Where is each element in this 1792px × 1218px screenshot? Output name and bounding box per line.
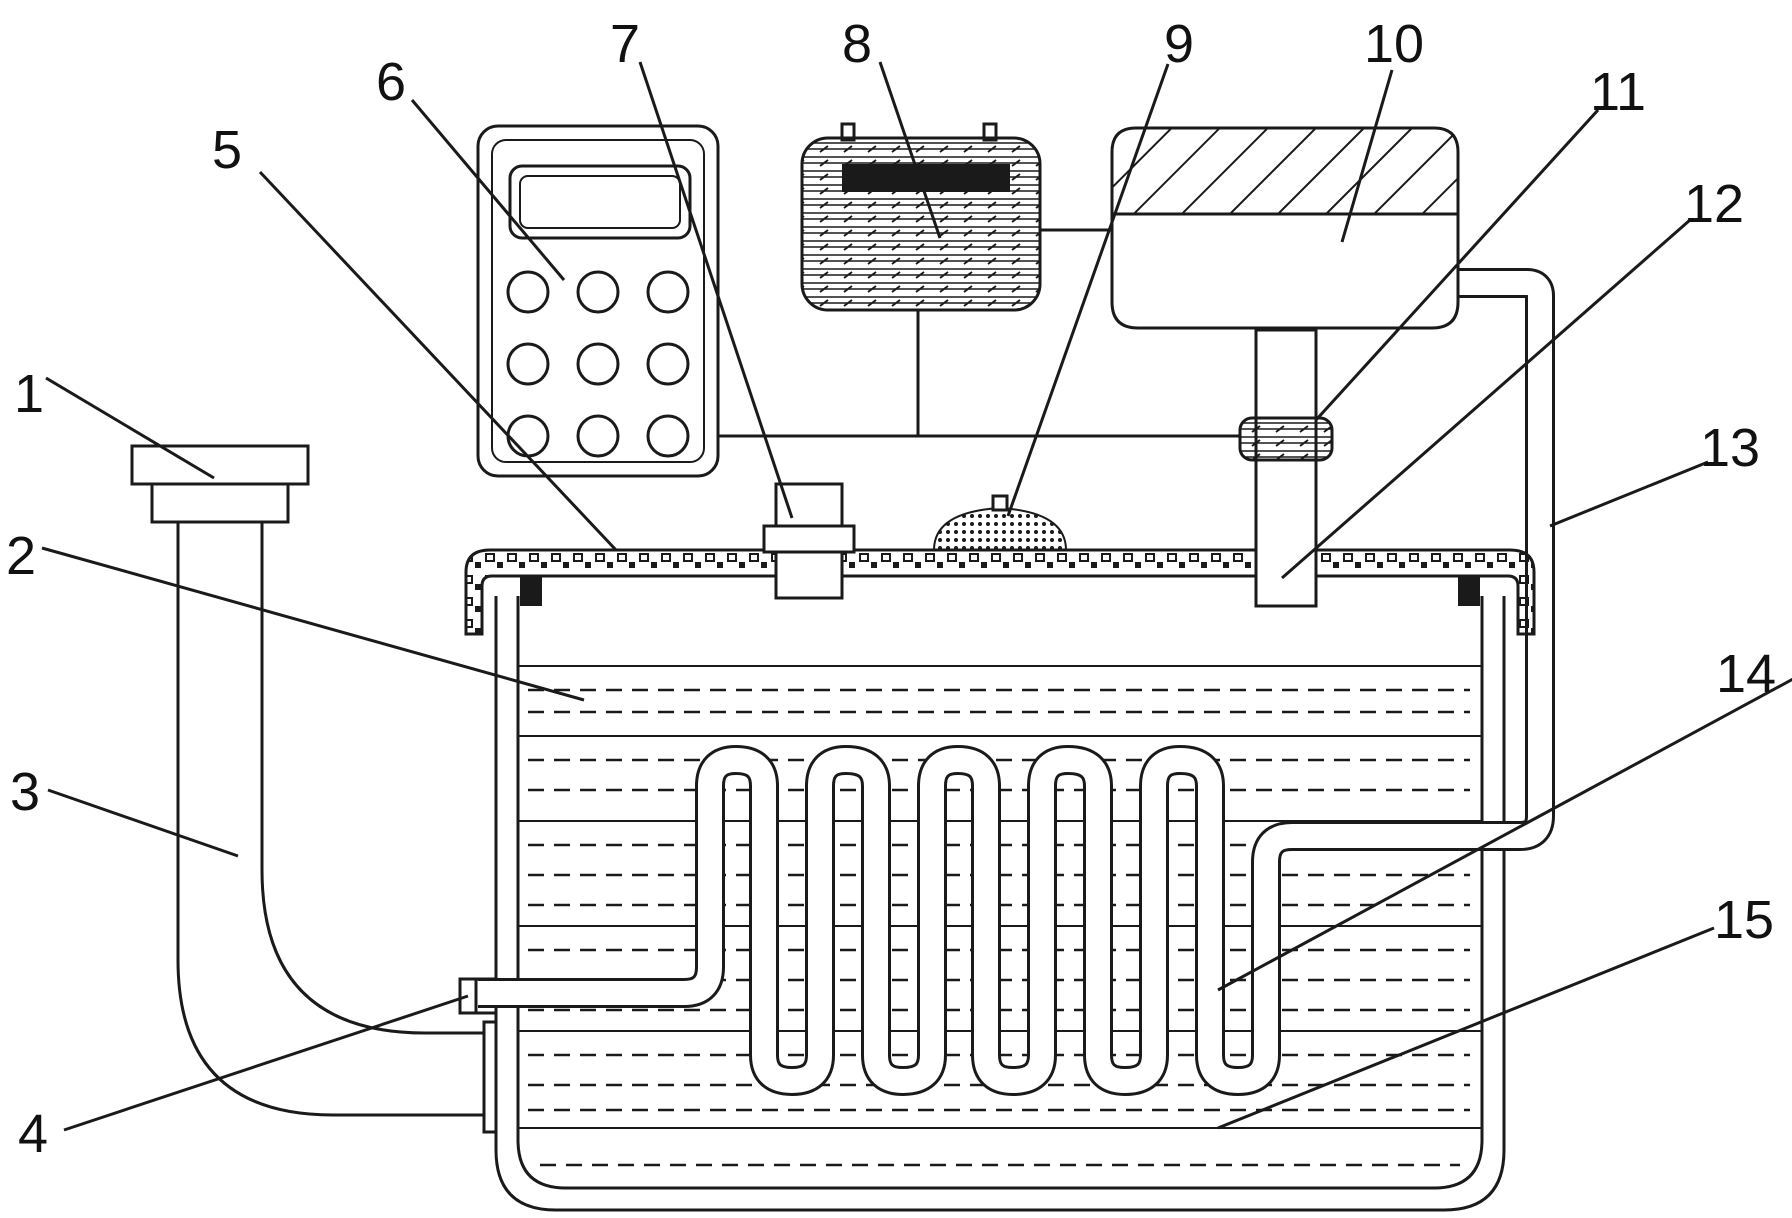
callout-6: 6 [376, 52, 406, 112]
callouts: 1 2 3 4 5 6 7 8 9 10 11 12 13 14 15 [6, 14, 1776, 1164]
flow-valve [1238, 416, 1334, 462]
callout-9: 9 [1164, 14, 1194, 74]
pump-unit [1110, 126, 1460, 330]
callout-12: 12 [1684, 174, 1744, 234]
wiring [718, 228, 1240, 438]
callout-3: 3 [10, 762, 40, 822]
serpentine-coil [478, 268, 1555, 1096]
battery-unit [800, 122, 1042, 312]
pump-outlet-pipe [1254, 328, 1318, 608]
side-inlet-pipe [176, 522, 498, 1134]
pipe-cap [130, 444, 310, 524]
callout-2: 2 [6, 526, 36, 586]
vent-valve [762, 482, 856, 600]
tank-lid [464, 548, 1536, 636]
callout-13: 13 [1700, 418, 1760, 478]
callout-5: 5 [212, 120, 242, 180]
callout-4: 4 [18, 1104, 48, 1164]
leader-lines [41, 61, 1792, 1132]
dome-filter [932, 494, 1068, 551]
callout-10: 10 [1364, 14, 1424, 74]
callout-8: 8 [842, 14, 872, 74]
callout-14: 14 [1716, 644, 1776, 704]
callout-7: 7 [610, 14, 640, 74]
tank-body [494, 596, 1506, 1212]
controller [476, 124, 720, 478]
callout-1: 1 [14, 364, 44, 424]
callout-15: 15 [1714, 890, 1774, 950]
callout-11: 11 [1590, 62, 1646, 122]
